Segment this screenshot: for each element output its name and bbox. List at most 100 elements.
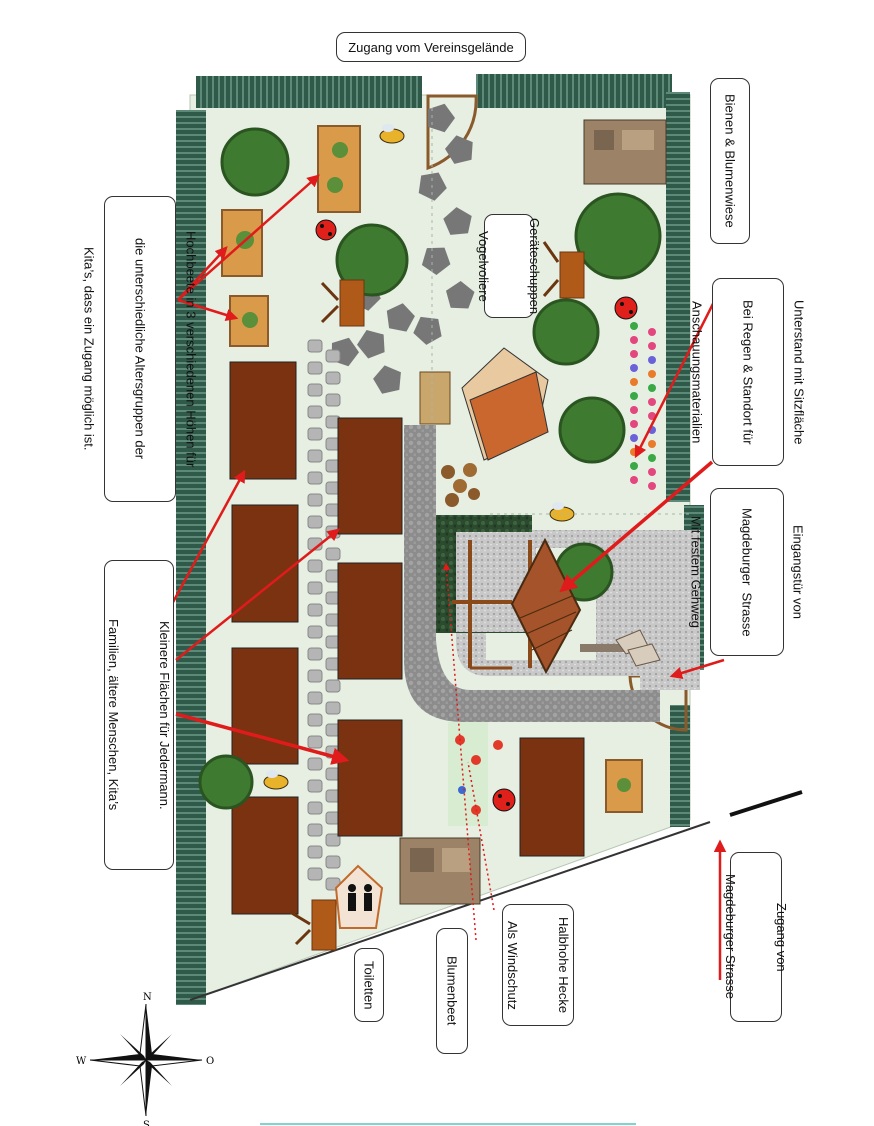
stepping-stones — [331, 103, 475, 394]
fence-top-left — [196, 76, 422, 108]
small-stone — [307, 361, 323, 375]
label-shed-line-2: Vogelvoliere — [476, 230, 491, 302]
street-line — [729, 790, 803, 817]
label-entrance-door: Eingangstür von Magdeburger Strasse Mit … — [689, 488, 806, 656]
flower-icon — [630, 336, 638, 344]
fence-right-top — [666, 92, 690, 502]
stepping-stone — [386, 303, 415, 332]
small-stone — [307, 867, 323, 881]
small-stone — [307, 405, 323, 419]
benches — [289, 241, 585, 951]
label-flower-bed: Blumenbeet — [436, 928, 468, 1054]
flower-icon — [648, 328, 656, 336]
label-entrance-line-2: Magdeburger Strasse — [739, 507, 755, 637]
flower-icon — [648, 342, 656, 350]
small-stone — [307, 493, 323, 507]
wildflowers — [630, 322, 656, 490]
plot-8 — [519, 737, 585, 857]
label-entrance-line-1: Eingangstür von — [790, 525, 806, 619]
stepping-stone — [418, 172, 447, 201]
flower-icon — [648, 370, 656, 378]
label-shelter-line-3: Anschauungsmaterialien — [689, 300, 705, 444]
label-small-plots-line-2: Familien, ältere Menschen, Kita’s — [106, 619, 121, 811]
label-raised-beds: Hochbeete in 3 verschiedenen Höhen für d… — [82, 196, 199, 502]
label-hedge-line-1: Halbhohe Hecke — [556, 916, 571, 1014]
flower-icon — [630, 350, 638, 358]
small-stone — [325, 701, 341, 715]
small-stone — [307, 449, 323, 463]
flower-icon — [630, 462, 638, 470]
plot-2 — [231, 504, 299, 623]
label-access-line-2: Magdeburger Strasse — [723, 874, 738, 1000]
small-stone — [325, 679, 341, 693]
label-raised-line-1: Hochbeete in 3 verschiedenen Höhen für — [183, 230, 199, 468]
small-stone — [307, 427, 323, 441]
label-entrance-line-3: Mit festem Gehweg — [688, 516, 704, 628]
small-stone — [307, 603, 323, 617]
small-stone — [307, 691, 323, 705]
flower-icon — [648, 356, 656, 364]
label-shed: Geräteschuppen Vogelvoliere — [476, 214, 542, 318]
label-shelter-line-2: Bei Regen & Standort für — [740, 299, 756, 445]
bench-icon — [289, 899, 337, 951]
flower-icon — [630, 420, 638, 428]
label-raised-line-3: Kita’s, dass ein Zugang möglich ist. — [81, 247, 97, 451]
flower-icon — [630, 476, 638, 484]
raised-bed-icon — [317, 125, 361, 213]
bee-icon — [379, 124, 405, 144]
plot-3 — [231, 647, 299, 765]
ladybug-icon — [315, 219, 337, 241]
paved-path — [404, 425, 660, 722]
tree-icon — [574, 192, 662, 280]
label-shelter-line-1: Unterstand mit Sitzfläche — [791, 299, 807, 445]
small-stone — [307, 713, 323, 727]
flower-icon — [630, 392, 638, 400]
flower-icon — [630, 364, 638, 372]
small-stone — [307, 515, 323, 529]
small-stone — [307, 735, 323, 749]
garden-sign — [419, 371, 451, 425]
small-stone — [325, 855, 341, 869]
label-raised-line-2: die unterschiedliche Altersgruppen der — [132, 238, 148, 460]
small-stone — [307, 339, 323, 353]
flower-icon — [630, 378, 638, 386]
plot-5 — [337, 417, 403, 535]
small-stone — [307, 647, 323, 661]
stepping-stone — [357, 330, 385, 359]
toilets-icon — [334, 864, 384, 929]
bench-icon — [320, 279, 365, 327]
label-toilets: Toiletten — [354, 948, 384, 1022]
fence-right-low — [670, 705, 690, 827]
shelter-roof — [452, 537, 582, 675]
label-top-access: Zugang vom Vereinsgelände — [336, 32, 526, 62]
annotation-arrows — [170, 174, 727, 980]
small-stone — [307, 581, 323, 595]
small-stone — [307, 757, 323, 771]
fence-left — [176, 110, 206, 1005]
flower-icon — [648, 468, 656, 476]
trees — [198, 127, 662, 810]
tree-icon — [198, 754, 254, 810]
label-toilets-text: Toiletten — [361, 960, 377, 1010]
ladybug-icon — [614, 296, 638, 320]
small-stone — [325, 349, 341, 363]
dotted-arrows — [442, 562, 495, 941]
label-access-line-1: Zugang von — [774, 902, 789, 972]
plot-6 — [337, 562, 403, 680]
small-stone — [307, 383, 323, 397]
plots — [229, 361, 585, 915]
small-stone — [307, 823, 323, 837]
small-stone — [307, 669, 323, 683]
plot-4 — [231, 796, 299, 915]
label-top-access-text: Zugang vom Vereinsgelände — [348, 39, 514, 55]
flower-icon — [630, 322, 638, 330]
flower-icon — [648, 440, 656, 448]
plot-7 — [337, 719, 403, 837]
label-shed-line-1: Geräteschuppen — [527, 217, 542, 315]
flower-icon — [630, 406, 638, 414]
flower-icon — [648, 384, 656, 392]
flower-icon — [648, 454, 656, 462]
tree-icon — [532, 298, 600, 366]
compass-o: O — [206, 1056, 214, 1067]
